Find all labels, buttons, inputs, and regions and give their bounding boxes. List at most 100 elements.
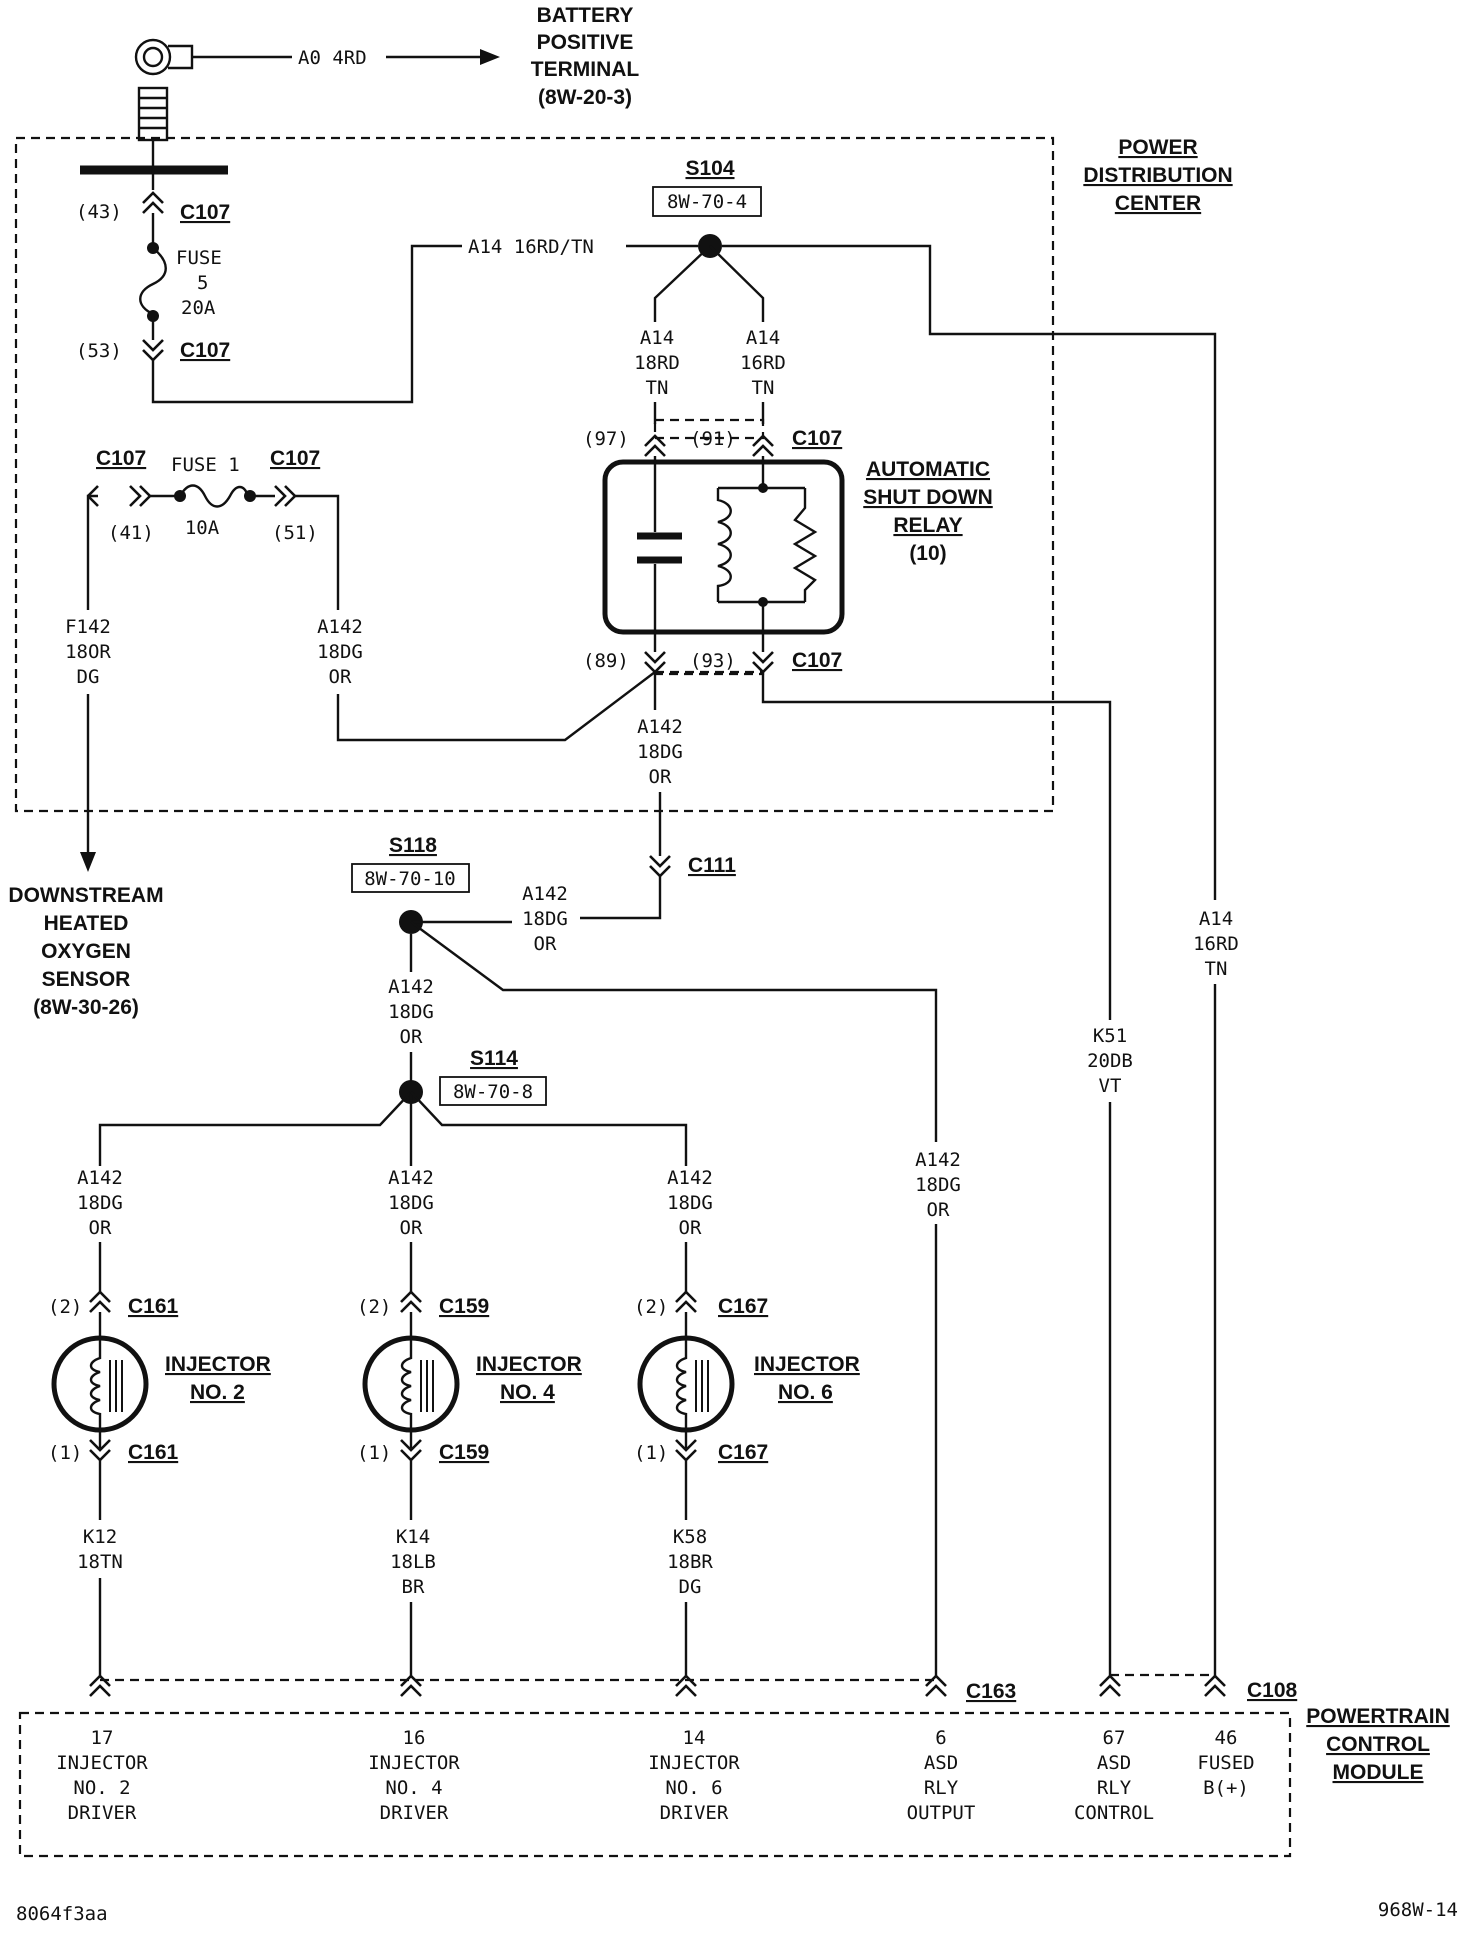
injector-4-icon (362, 1312, 460, 1448)
pcm-pin-67-2: ASD (1097, 1752, 1131, 1774)
asd-feed-right-1: A14 (746, 327, 780, 349)
pcm-pin-6-3: RLY (924, 1777, 959, 1799)
footer-left: 8064f3aa (16, 1903, 108, 1925)
pcm-pin-17-2: INJECTOR (56, 1752, 148, 1774)
fuse5-label-3: 20A (181, 297, 216, 319)
inj6-out-1: K58 (673, 1526, 707, 1548)
asd-feed-left-1: A14 (640, 327, 674, 349)
connector-c107-53-icon (142, 339, 164, 362)
inj2-feed-1: A142 (77, 1167, 123, 1189)
relay-connector-top: C107 (792, 427, 842, 450)
battery-label-3: TERMINAL (531, 58, 640, 81)
a142-pdc-line-1: A142 (637, 716, 683, 738)
relay-pin-91: (91) (690, 428, 736, 450)
fuse1-connector-left-icon (129, 485, 152, 507)
inj2-label-1: INJECTOR (165, 1353, 271, 1376)
pcm-pin-16-4: DRIVER (380, 1802, 449, 1824)
s114-ref: 8W-70-8 (453, 1081, 533, 1103)
relay-connector-89-icon (644, 651, 666, 674)
pcm-pin-67-4: CONTROL (1074, 1802, 1154, 1824)
relay-connector-97-icon (644, 434, 666, 457)
pcm-pin-17-3: NO. 2 (73, 1777, 130, 1799)
a14-fused-3: TN (1205, 958, 1228, 980)
asd-relay-box (602, 459, 845, 635)
fuse1-icon (178, 484, 250, 508)
inj2-out-2: 18TN (77, 1551, 123, 1573)
inj2-out-1: K12 (83, 1526, 117, 1548)
pcm-pin-16-3: NO. 4 (385, 1777, 442, 1799)
pcm-pin-16-1: 16 (403, 1727, 426, 1749)
fuse5-connector-bottom: C107 (180, 339, 230, 362)
relay-pin-93: (93) (690, 650, 736, 672)
pcm-label-1: POWERTRAIN (1306, 1705, 1450, 1728)
inj2-connector-top: C161 (128, 1295, 179, 1318)
s114-ref-box (439, 1076, 547, 1106)
inj4-feed-1: A142 (388, 1167, 434, 1189)
inj6-label-2: NO. 6 (778, 1381, 833, 1404)
pcm-pin-6-1: 6 (935, 1727, 946, 1749)
asd-feed-right-2: 16RD (740, 352, 786, 374)
inj4-out-3: BR (402, 1576, 425, 1598)
battery-wire-label: A0 4RD (298, 47, 367, 69)
k51-line-1: K51 (1093, 1025, 1127, 1047)
s118-down-2: 18DG (388, 1001, 434, 1023)
s118-wire-in-1: A142 (522, 883, 568, 905)
pcm-pin-14-3: NO. 6 (665, 1777, 722, 1799)
relay-label-2: SHUT DOWN (863, 486, 993, 509)
fuse1-connector-right-icon (274, 485, 297, 507)
inj6-feed-3: OR (679, 1217, 702, 1239)
s118-wire-in-2: 18DG (522, 908, 568, 930)
fuse1-connector-right: C107 (270, 447, 320, 470)
asd-out-1: A142 (915, 1149, 961, 1171)
pcm-pin-6-2: ASD (924, 1752, 958, 1774)
pcm-pin-67-3: RLY (1097, 1777, 1132, 1799)
c111-label: C111 (688, 854, 736, 877)
fuse5-connector-top: C107 (180, 201, 230, 224)
inj6-label-1: INJECTOR (754, 1353, 860, 1376)
relay-label-4: (10) (909, 542, 946, 565)
inj2-feed-2: 18DG (77, 1192, 123, 1214)
asd-out-3: OR (927, 1199, 950, 1221)
fuse1-pin-left: (41) (108, 522, 154, 544)
pcm-pin-46-1: 46 (1215, 1727, 1238, 1749)
relay-connector-93-icon (752, 651, 774, 674)
sensor-label-2: HEATED (44, 912, 129, 935)
fuse5-pin-in: (43) (76, 201, 122, 223)
s118-wire-in-3: OR (534, 933, 557, 955)
inj4-connector-bottom: C159 (439, 1441, 489, 1464)
asd-out-2: 18DG (915, 1174, 961, 1196)
f142-line-3: DG (77, 666, 100, 688)
inj4-label-2: NO. 4 (500, 1381, 555, 1404)
inj4-connector-top-icon (400, 1290, 422, 1313)
a14-fused-1: A14 (1199, 908, 1233, 930)
k51-line-2: 20DB (1087, 1050, 1133, 1072)
inj6-connector-bottom: C167 (718, 1441, 768, 1464)
pcm-pin-16-2: INJECTOR (368, 1752, 460, 1774)
battery-label-2: POSITIVE (537, 31, 634, 54)
inj4-connector-top: C159 (439, 1295, 489, 1318)
a142-pdc-line-2: 18DG (637, 741, 683, 763)
sensor-label-1: DOWNSTREAM (8, 884, 163, 907)
asd-feed-right-3: TN (752, 377, 775, 399)
pcm-box (18, 1711, 1292, 1858)
footer-right: 968W-14 (1378, 1899, 1458, 1921)
inj2-connector-bottom: C161 (128, 1441, 179, 1464)
a142-fuse-line-1: A142 (317, 616, 363, 638)
fuse1-connector-left: C107 (96, 447, 146, 470)
s104-name: S104 (685, 157, 734, 180)
inj6-out-3: DG (679, 1576, 702, 1598)
pcm-pin-14-1: 14 (683, 1727, 706, 1749)
relay-connector-bottom: C107 (792, 649, 842, 672)
pcm-pin-67-1: 67 (1103, 1727, 1126, 1749)
sensor-label-4: SENSOR (42, 968, 131, 991)
inj6-connector-top: C167 (718, 1295, 768, 1318)
f142-line-1: F142 (65, 616, 111, 638)
inj2-label-2: NO. 2 (190, 1381, 245, 1404)
pcm-pin-14-2: INJECTOR (648, 1752, 740, 1774)
a142-fuse-line-3: OR (329, 666, 352, 688)
fuse5-label-1: FUSE (176, 247, 222, 269)
battery-label-1: BATTERY (537, 4, 634, 27)
relay-label-3: RELAY (893, 514, 962, 537)
relay-pin-89: (89) (583, 650, 629, 672)
